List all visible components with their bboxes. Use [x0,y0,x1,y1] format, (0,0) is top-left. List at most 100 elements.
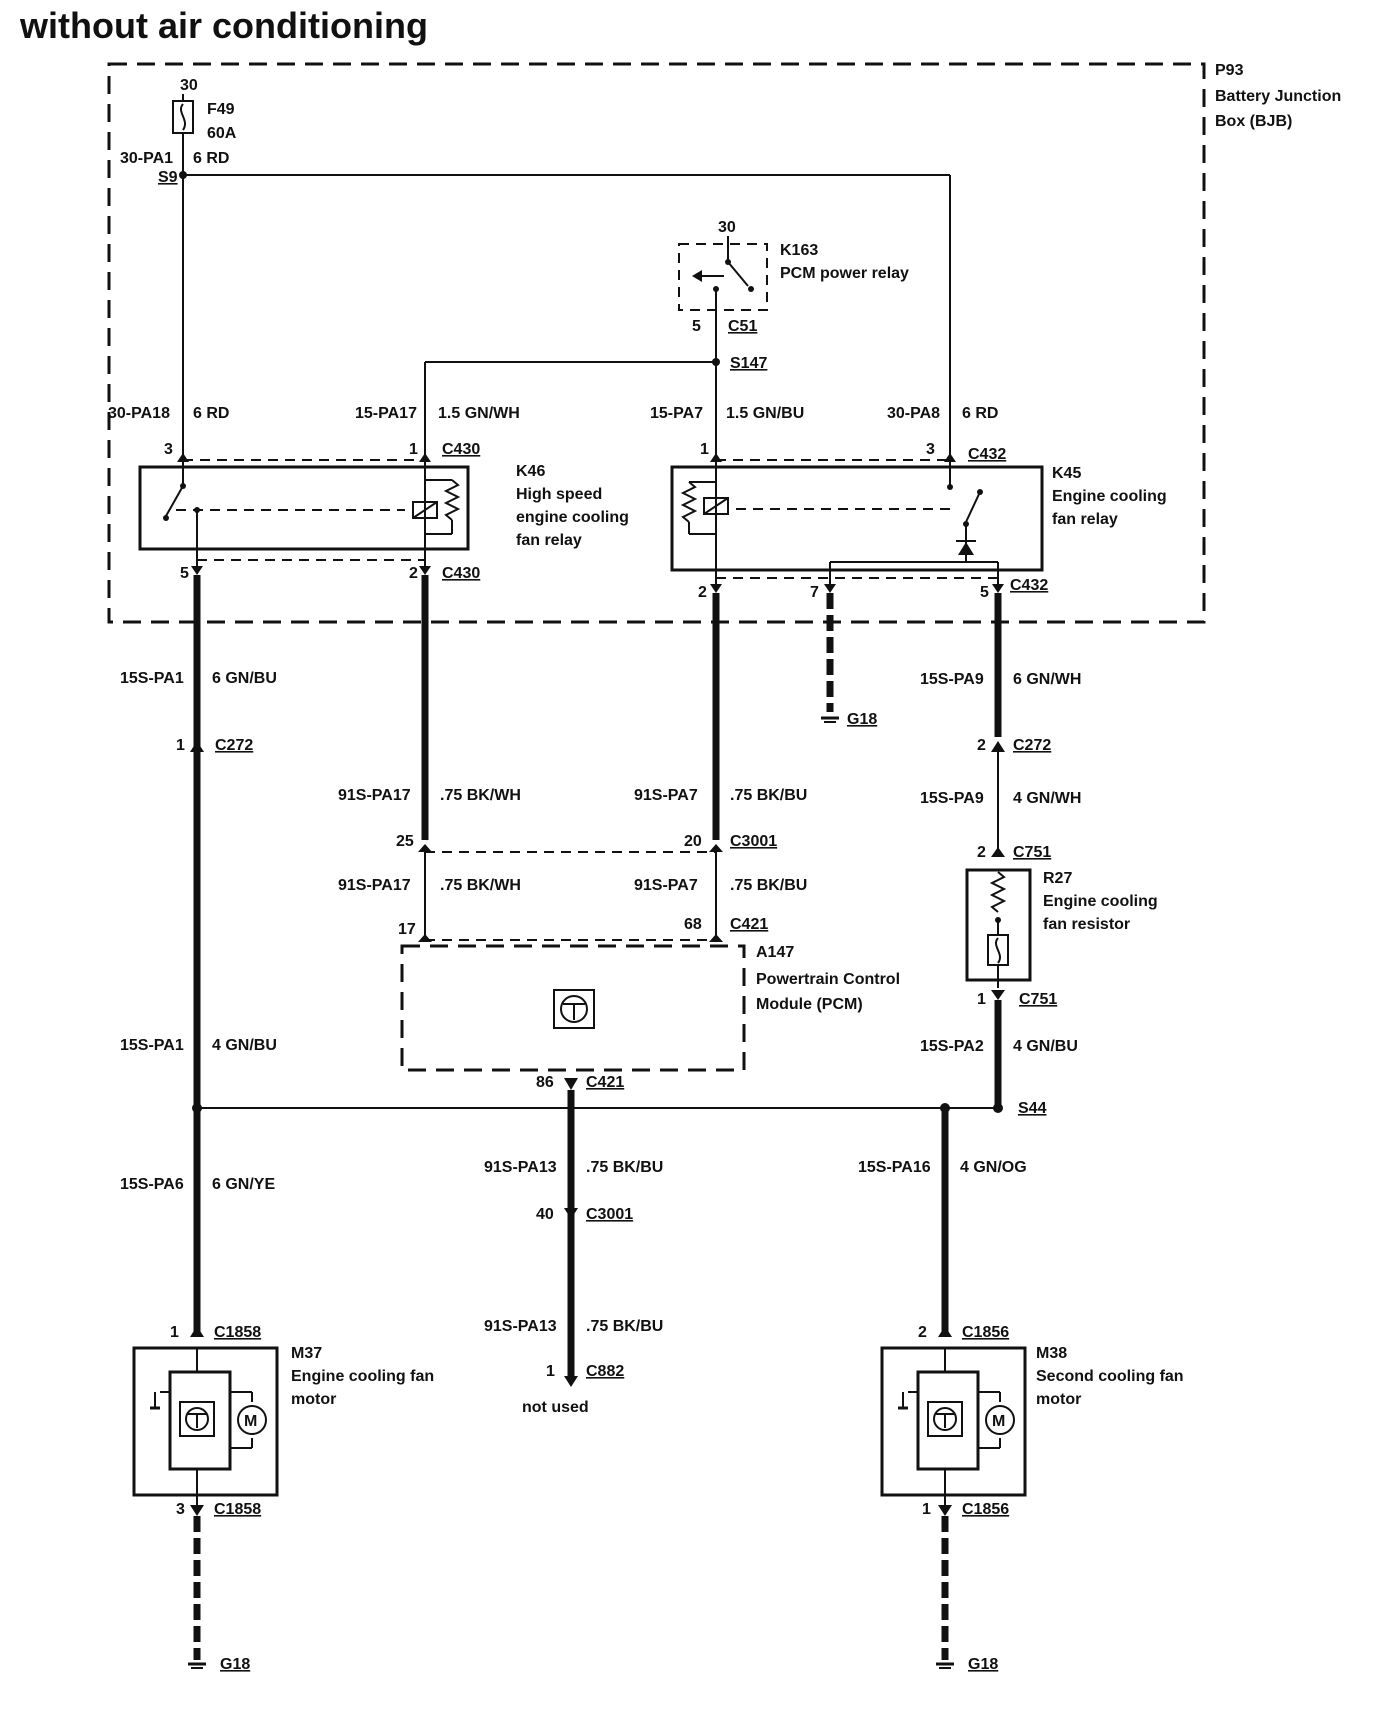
wire-15spa1b: 4 GN/BU [212,1037,277,1054]
m37-name-line1: Engine cooling fan [291,1368,434,1385]
k45-pin3: 3 [926,441,935,458]
m38-code: M38 [1036,1345,1067,1362]
wire-91spa7a: .75 BK/BU [730,787,807,804]
bjb-name-line2: Box (BJB) [1215,113,1292,130]
fuse-f49: 30 F49 60A [172,77,237,457]
c3001-mid-label: C3001 [586,1206,633,1223]
pcm-code: A147 [756,944,794,961]
c882-label: C882 [586,1363,624,1380]
m37-pin-bottom: 3 [176,1501,185,1518]
k45-name-line2: fan relay [1052,511,1118,528]
diagram-title: without air conditioning [19,5,428,46]
circuit-91spa17b: 91S-PA17 [338,877,411,894]
m38-conn-bottom: C1856 [962,1501,1009,1518]
k46-pin2: 2 [409,565,418,582]
relay-k163: 30 K163 PCM power relay 5 C51 S147 [678,219,909,372]
bjb-code: P93 [1215,62,1244,79]
k45-pin5: 5 [980,584,989,601]
r27-pin-bottom: 1 [977,991,986,1008]
fuse-code: F49 [207,101,235,118]
m38-conn-top: C1856 [962,1324,1009,1341]
r27-name-line1: Engine cooling [1043,893,1158,910]
relay-k46: 3 1 C430 5 2 C430 K46 High speed engine … [138,441,629,582]
resistor-r27: 2 C751 R27 Engine cooling fan resistor 1… [965,844,1158,1008]
wire-15pa17: 1.5 GN/WH [438,405,520,422]
pcm-pin-bottom: 86 [536,1074,554,1091]
m38-pin-bottom: 1 [922,1501,931,1518]
pcm-a147: A147 Powertrain Control Module (PCM) 86 … [400,944,900,1091]
k45-conn-top: C432 [968,446,1006,463]
wire-15spa9a: 6 GN/WH [1013,671,1081,688]
motor-m38: M M38 Second cooling fan motor [880,1345,1184,1505]
c421-top-pin-right: 68 [684,916,702,933]
circuit-91spa7b: 91S-PA7 [634,877,698,894]
wire-91spa17a: .75 BK/WH [440,787,521,804]
pcm-conn-bottom: C421 [586,1074,624,1091]
motor-m37: M M37 Engine cooling fan motor [132,1345,434,1505]
k163-code: K163 [780,242,818,259]
circuit-30pa8: 30-PA8 [887,405,940,422]
wire-91spa13a: .75 BK/BU [586,1159,663,1176]
splice-s147: S147 [730,355,767,372]
k163-name: PCM power relay [780,265,909,282]
circuit-91spa13b: 91S-PA13 [484,1318,557,1335]
c3001-top-label: C3001 [730,833,777,850]
k46-pin5: 5 [180,565,189,582]
m38-name-line2: motor [1036,1391,1081,1408]
m37-motor-symbol: M [244,1413,257,1430]
circuit-30pa1: 30-PA1 [120,150,173,167]
c882-note: not used [522,1399,589,1416]
k45-pin1: 1 [700,441,709,458]
pcm-name-line2: Module (PCM) [756,996,863,1013]
relay-k45: 1 3 C432 2 7 5 C432 K45 Engine cooling f… [670,441,1167,601]
c421-top-label: C421 [730,916,768,933]
splice-s44: S44 [1018,1100,1047,1117]
fuse-pin: 30 [180,77,198,94]
r27-conn-top: C751 [1013,844,1051,861]
circuit-15spa16: 15S-PA16 [858,1159,931,1176]
k46-pin3: 3 [164,441,173,458]
wire-30pa18: 6 RD [193,405,229,422]
circuit-15pa17: 15-PA17 [355,405,417,422]
k45-pin2: 2 [698,584,707,601]
k163-pin-bottom: 5 [692,318,701,335]
m38-motor-symbol: M [992,1413,1005,1430]
ground-k45: G18 [847,711,877,728]
k45-conn-bottom: C432 [1010,577,1048,594]
c882-pin: 1 [546,1363,555,1380]
k46-pin1: 1 [409,441,418,458]
bjb-enclosure [107,62,1206,624]
m38-name-line1: Second cooling fan [1036,1368,1184,1385]
k45-code: K45 [1052,465,1081,482]
m37-name-line2: motor [291,1391,336,1408]
circuit-15spa1b: 15S-PA1 [120,1037,184,1054]
r27-code: R27 [1043,870,1072,887]
circuit-15spa2: 15S-PA2 [920,1038,984,1055]
fuse-rating: 60A [207,125,237,142]
k163-pin-top: 30 [718,219,736,236]
k46-name-line1: High speed [516,486,602,503]
c421-top-pin-left: 17 [398,921,416,938]
k46-conn-bottom: C430 [442,565,480,582]
r27-pin-top: 2 [977,844,986,861]
splice-s9: S9 [158,169,178,186]
wire-91spa13b: .75 BK/BU [586,1318,663,1335]
m37-conn-top: C1858 [214,1324,261,1341]
wire-30pa1: 6 RD [193,150,229,167]
c3001-top-pin-right: 20 [684,833,702,850]
r27-conn-bottom: C751 [1019,991,1057,1008]
circuit-30pa18: 30-PA18 [108,405,170,422]
wire-15spa2-label: 4 GN/BU [1013,1038,1078,1055]
c3001-top-pin-left: 25 [396,833,414,850]
k45-pin7: 7 [810,584,819,601]
c272-label-right: C272 [1013,737,1051,754]
wire-15spa9b: 4 GN/WH [1013,790,1081,807]
c272-label-left: C272 [215,737,253,754]
m38-ground: G18 [968,1656,998,1673]
k46-code: K46 [516,463,545,480]
m37-code: M37 [291,1345,322,1362]
wire-15pa7: 1.5 GN/BU [726,405,804,422]
circuit-15spa9a: 15S-PA9 [920,671,984,688]
m37-ground: G18 [220,1656,250,1673]
